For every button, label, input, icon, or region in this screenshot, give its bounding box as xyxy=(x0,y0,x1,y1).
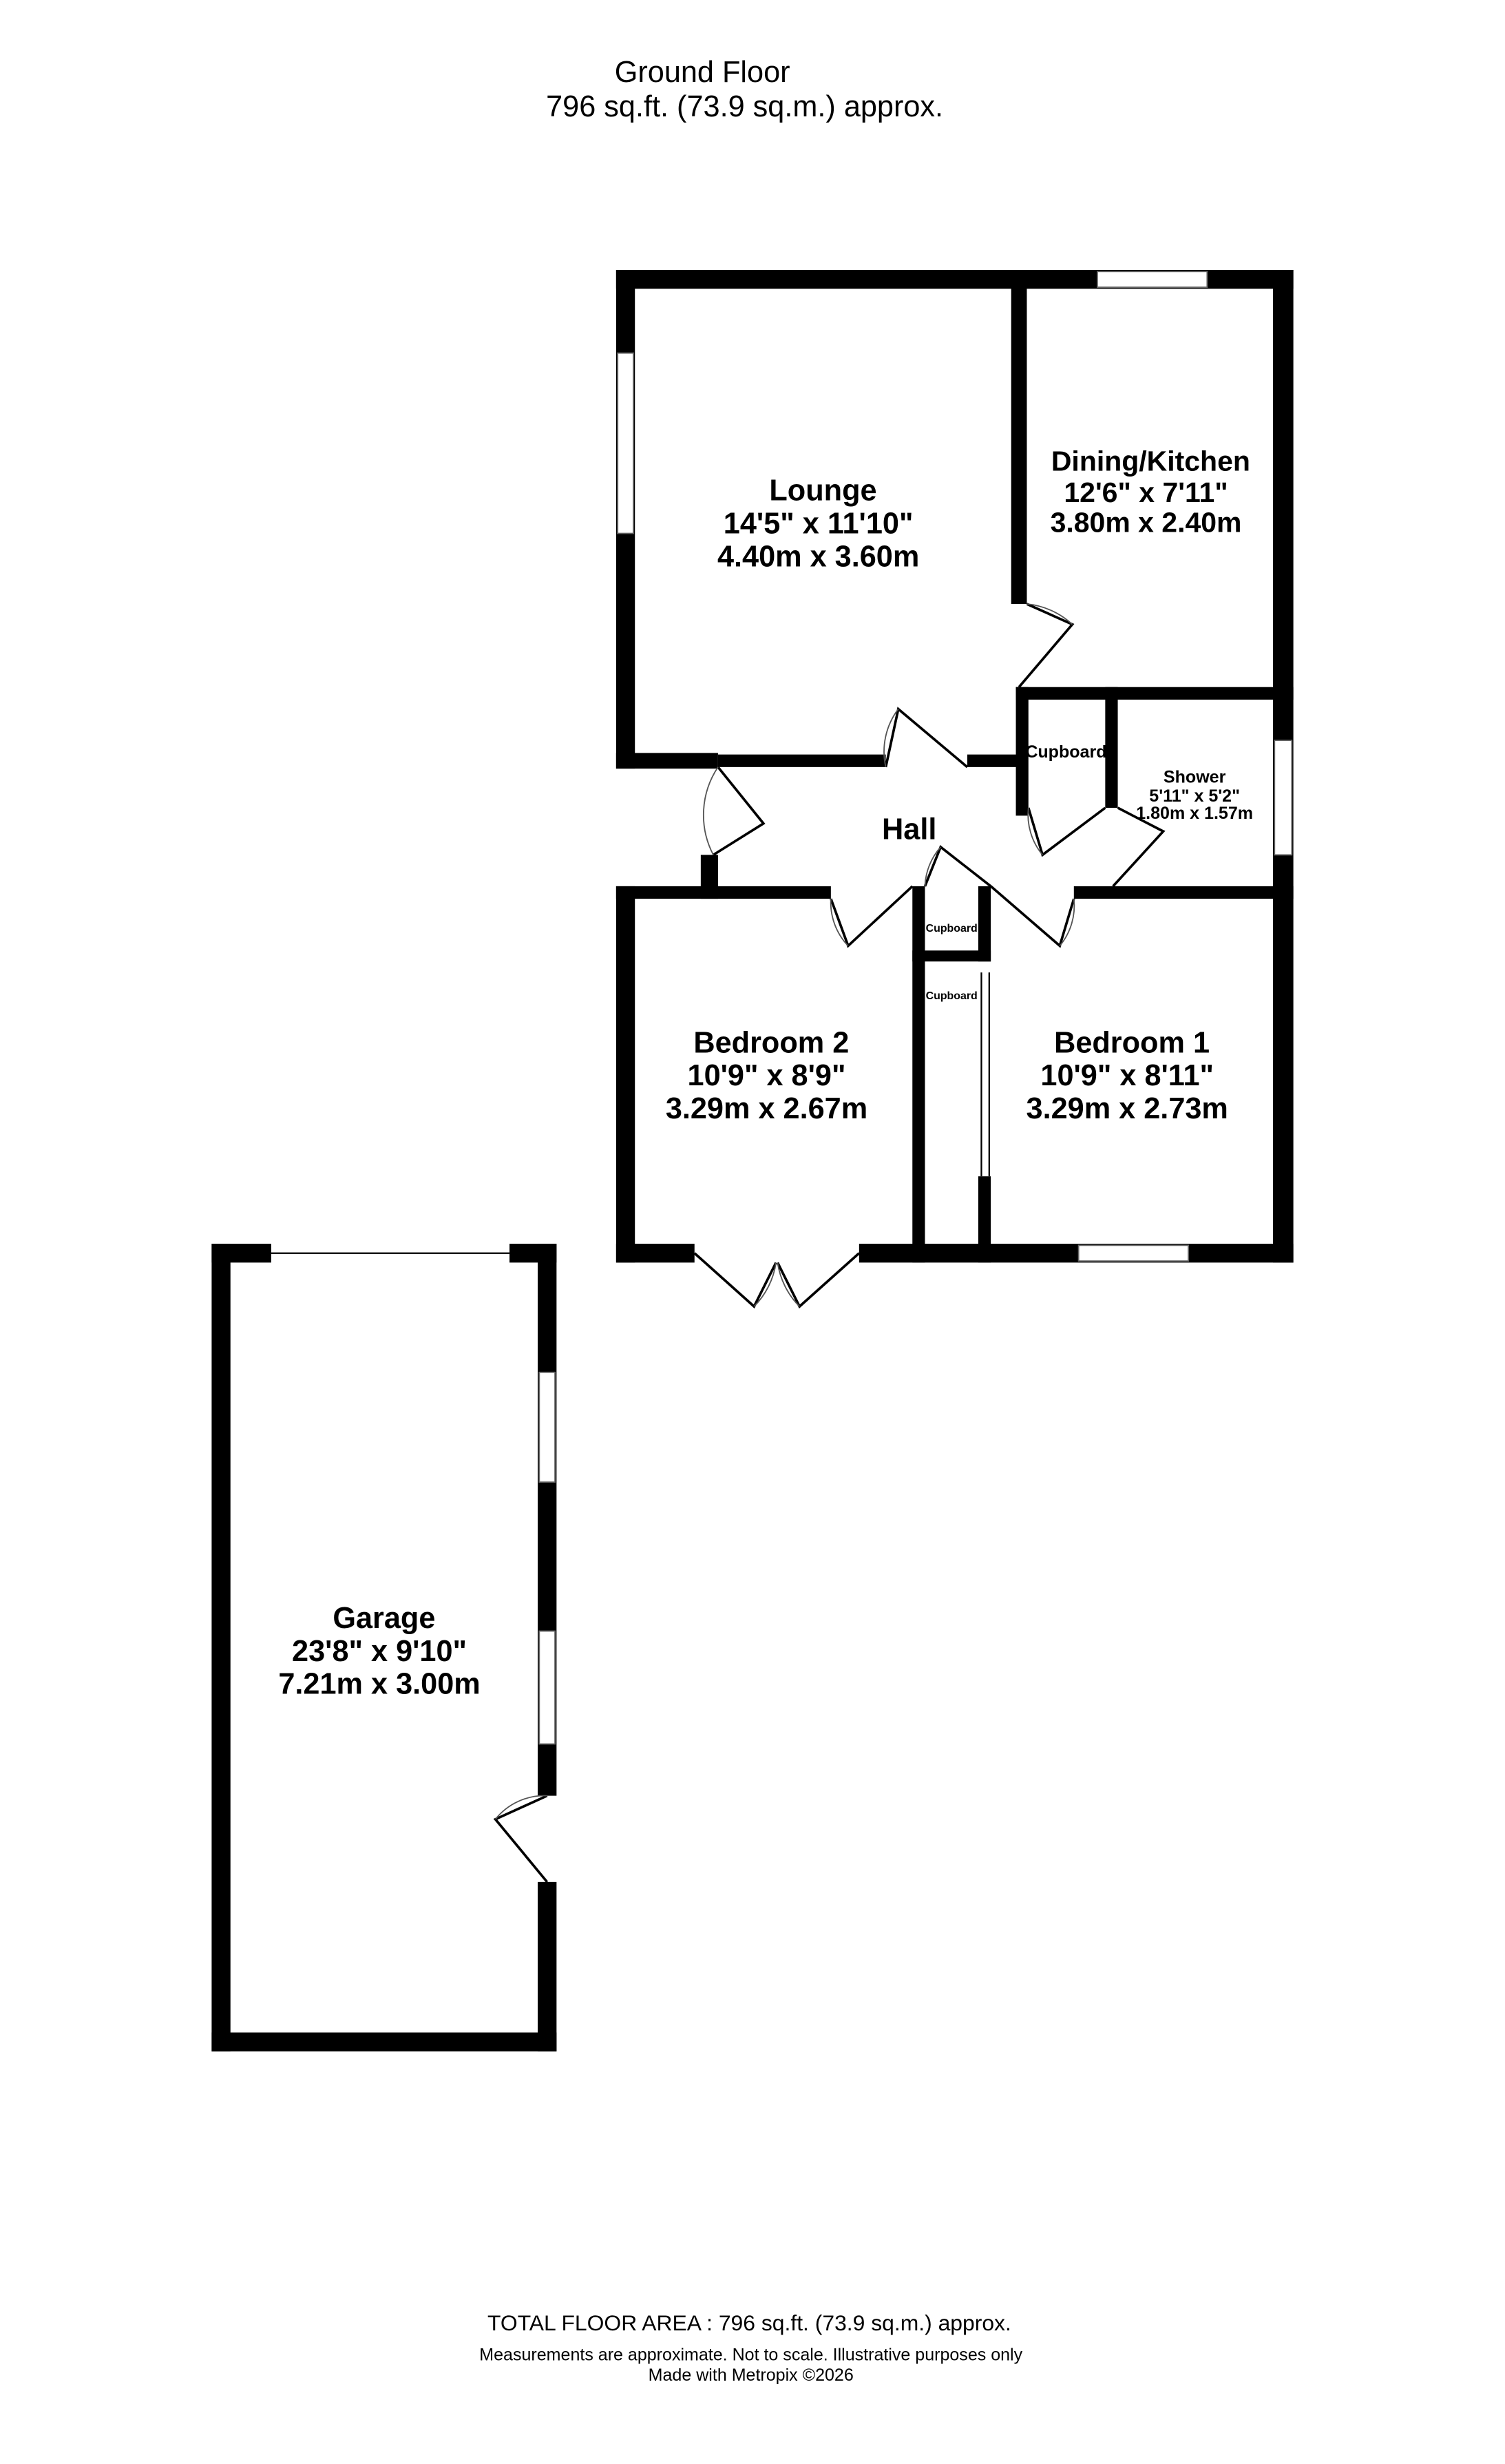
room-metric: 4.40m x 3.60m xyxy=(717,540,919,573)
room-metric: 3.29m x 2.67m xyxy=(666,1092,867,1125)
room-name: Bedroom 2 xyxy=(693,1026,849,1059)
windows xyxy=(538,271,1293,1745)
room-name: Lounge xyxy=(769,474,876,508)
room-name: Garage xyxy=(333,1602,435,1635)
room-name: Dining/Kitchen xyxy=(1051,445,1250,477)
room-bedroom-1: Bedroom 1 10'9" x 8'11" 3.29m x 2.73m xyxy=(1027,1026,1228,1125)
credit: Made with Metropix ©2026 xyxy=(649,2366,854,2385)
floor-area: 796 sq.ft. (73.9 sq.m.) approx. xyxy=(546,90,943,123)
room-imperial: 5'11" x 5'2" xyxy=(1149,786,1240,806)
room-name: Shower xyxy=(1164,768,1226,787)
room-metric: 3.29m x 2.73m xyxy=(1027,1092,1228,1125)
doors xyxy=(493,603,1166,1883)
room-metric: 3.80m x 2.40m xyxy=(1051,506,1242,538)
room-dining-kitchen: Dining/Kitchen 12'6" x 7'11" 3.80m x 2.4… xyxy=(1051,445,1250,538)
room-lounge: Lounge 14'5" x 11'10" 4.40m x 3.60m xyxy=(717,474,919,574)
room-imperial: 10'9" x 8'9" xyxy=(688,1059,846,1092)
cupboard-label: Cupboard xyxy=(926,923,978,935)
room-metric: 7.21m x 3.00m xyxy=(278,1668,480,1701)
room-imperial: 12'6" x 7'11" xyxy=(1064,477,1228,508)
room-garage: Garage 23'8" x 9'10" 7.21m x 3.00m xyxy=(278,1602,480,1701)
floor-title: Ground Floor xyxy=(615,56,790,89)
room-imperial: 23'8" x 9'10" xyxy=(292,1635,467,1668)
room-metric: 1.80m x 1.57m xyxy=(1136,804,1253,823)
cupboard-label: Cupboard xyxy=(1025,742,1106,762)
total-floor-area: TOTAL FLOOR AREA : 796 sq.ft. (73.9 sq.m… xyxy=(487,2310,1011,2335)
room-name: Bedroom 1 xyxy=(1054,1026,1210,1059)
room-imperial: 10'9" x 8'11" xyxy=(1040,1059,1214,1092)
room-bedroom-2: Bedroom 2 10'9" x 8'9" 3.29m x 2.67m xyxy=(666,1026,867,1125)
room-shower: Shower 5'11" x 5'2" 1.80m x 1.57m xyxy=(1136,768,1253,823)
disclaimer: Measurements are approximate. Not to sca… xyxy=(479,2345,1022,2364)
room-imperial: 14'5" x 11'10" xyxy=(724,508,914,541)
hall-label: Hall xyxy=(882,813,936,846)
cupboard-label: Cupboard xyxy=(926,990,978,1002)
